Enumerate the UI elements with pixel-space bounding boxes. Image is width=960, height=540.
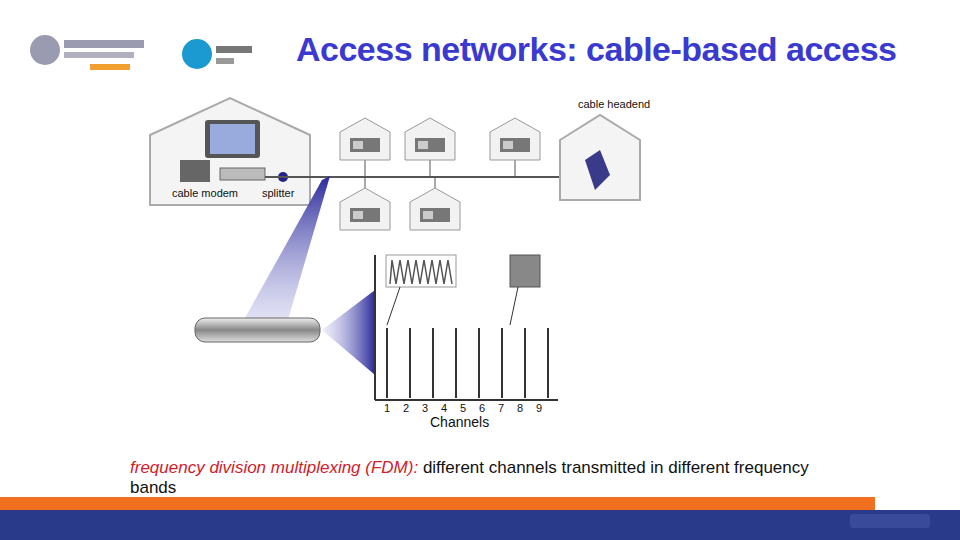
- label: 6: [479, 402, 485, 414]
- label: 5: [460, 402, 466, 414]
- label: cable headend: [578, 98, 650, 110]
- label: 2: [403, 402, 409, 414]
- label: 3: [422, 402, 428, 414]
- footer-bar: [0, 510, 960, 540]
- label: frequency division multiplexing (FDM):: [130, 458, 418, 477]
- zoom-cone: [245, 176, 330, 330]
- channel-bars: [387, 328, 548, 398]
- tv: [205, 120, 260, 158]
- cable-line: [265, 176, 560, 178]
- data-box: [510, 255, 540, 287]
- label: 4: [441, 402, 447, 414]
- video-box: [386, 255, 456, 287]
- coax-cable: [195, 318, 320, 342]
- logo: [30, 35, 144, 70]
- label: cable modem: [172, 187, 238, 199]
- label: 1: [384, 402, 390, 414]
- label: 9: [536, 402, 542, 414]
- label: 7: [498, 402, 504, 414]
- label: 8: [517, 402, 523, 414]
- caption-line: frequency division multiplexing (FDM): d…: [130, 458, 850, 498]
- home: [150, 98, 310, 205]
- label: Channels: [430, 414, 489, 430]
- headend: [560, 115, 640, 200]
- axis: [374, 255, 376, 400]
- logo: [182, 39, 252, 69]
- footer-stripe: [0, 497, 875, 510]
- label: splitter: [262, 187, 294, 199]
- slide-title: Access networks: cable-based access: [296, 30, 897, 69]
